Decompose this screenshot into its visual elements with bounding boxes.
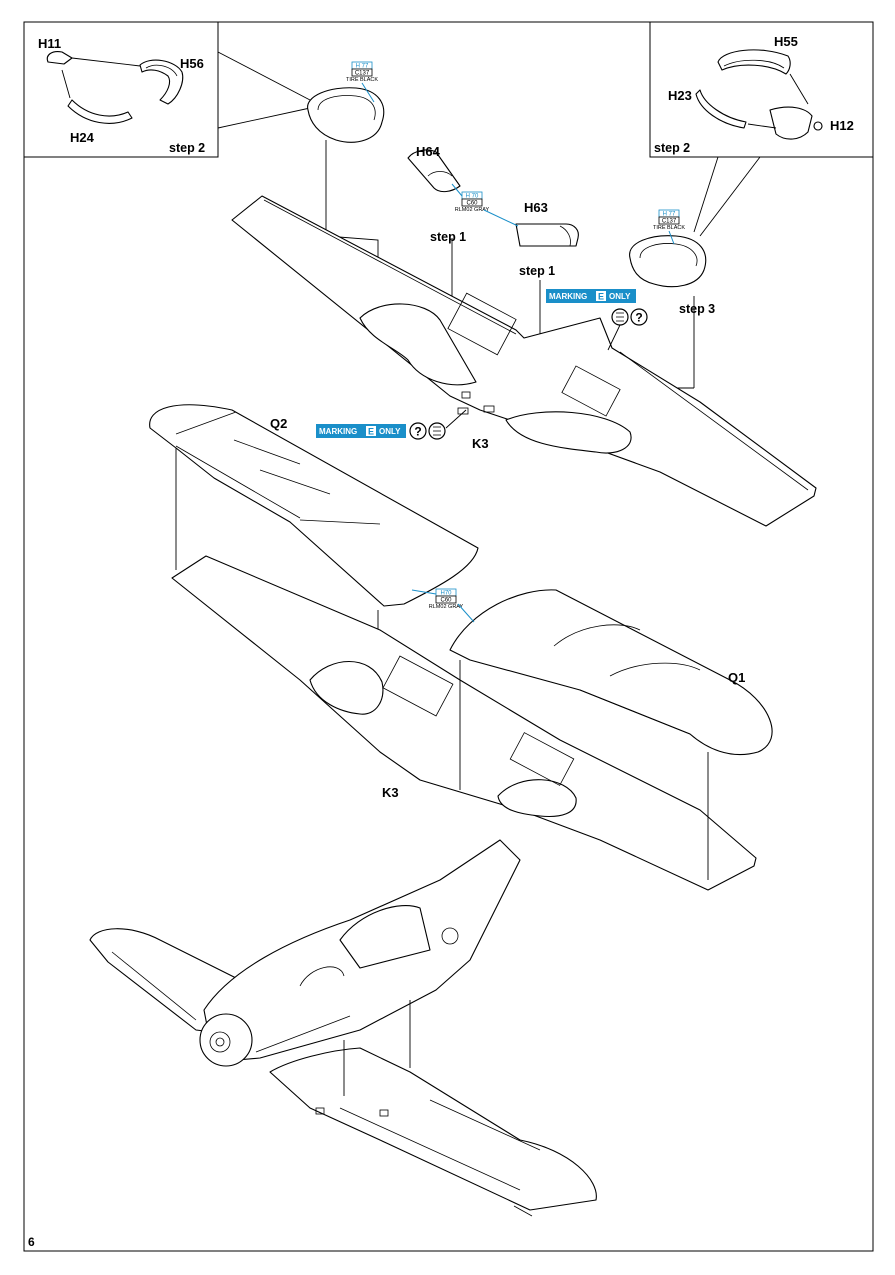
step-label-inset-right: step 2 xyxy=(654,141,690,155)
part-label-h12: H12 xyxy=(830,118,854,133)
question-mark-icon xyxy=(630,308,648,326)
part-label-h24: H24 xyxy=(70,130,95,145)
lower-wing-step2 xyxy=(171,555,757,891)
step-label-h63: step 1 xyxy=(519,264,555,278)
callout-color-name: RLM02 GRAY xyxy=(429,604,464,610)
inset-right: H55 H23 H12 step 2 xyxy=(649,22,873,237)
callout-code-mr: C137 xyxy=(355,71,370,77)
callout-code-humbrol: H70 xyxy=(440,591,452,597)
svg-text:?: ? xyxy=(635,311,642,325)
svg-text:?: ? xyxy=(414,425,421,439)
color-callout-rlm02-upper: H 70 C60 RLM02 GRAY xyxy=(451,183,519,227)
inset-left: H11 H56 H24 step 2 xyxy=(24,22,311,158)
callout-code-humbrol: H 77 xyxy=(663,212,676,218)
part-label-h23: H23 xyxy=(668,88,692,103)
part-q1 xyxy=(449,589,773,880)
part-label-k3-upper: K3 xyxy=(472,436,489,451)
callout-color-name: TIRE BLACK xyxy=(346,77,378,83)
marking-prefix: MARKING xyxy=(319,427,357,436)
callout-code-humbrol: H 77 xyxy=(356,64,369,70)
question-mark-icon xyxy=(409,422,427,440)
marking-suffix: ONLY xyxy=(609,292,631,301)
part-label-k3-lower: K3 xyxy=(382,785,399,800)
part-label-h63: H63 xyxy=(524,200,548,215)
color-callout-tire-black-left: H 77 C137 TIRE BLACK xyxy=(346,61,378,103)
lower-wing-step1 xyxy=(231,195,817,527)
part-label-h56: H56 xyxy=(180,56,204,71)
step-label-h64: step 1 xyxy=(430,230,466,244)
part-q2 xyxy=(149,404,479,748)
part-label-q1: Q1 xyxy=(728,670,745,685)
marking-note-right: MARKING E ONLY ? xyxy=(546,289,648,351)
callout-code-mr: C137 xyxy=(662,219,677,225)
aircraft-assembly xyxy=(89,839,597,1217)
part-label-h11: H11 xyxy=(38,36,61,51)
marking-suffix: ONLY xyxy=(379,427,401,436)
callout-color-name: RLM02 GRAY xyxy=(455,207,490,213)
callout-code-humbrol: H 70 xyxy=(466,194,479,200)
marking-letter: E xyxy=(598,292,604,302)
callout-color-name: TIRE BLACK xyxy=(653,225,685,231)
part-label-h64: H64 xyxy=(416,144,441,159)
page-frame xyxy=(23,21,874,1252)
part-label-q2: Q2 xyxy=(270,416,287,431)
marking-letter: E xyxy=(368,427,374,437)
marking-note-left: MARKING E ONLY ? xyxy=(316,409,467,440)
marking-prefix: MARKING xyxy=(549,292,587,301)
page-number: 6 xyxy=(28,1235,35,1249)
callout-code-mr: C60 xyxy=(440,598,452,604)
callout-code-mr: C60 xyxy=(466,201,478,207)
step-label-step3: step 3 xyxy=(679,302,715,316)
step-label-inset-left: step 2 xyxy=(169,141,205,155)
color-callout-tire-black-right: H 77 C137 TIRE BLACK xyxy=(653,209,685,245)
color-callout-rlm02-lower: H70 C60 RLM02 GRAY xyxy=(411,588,475,623)
part-label-h55: H55 xyxy=(774,34,798,49)
